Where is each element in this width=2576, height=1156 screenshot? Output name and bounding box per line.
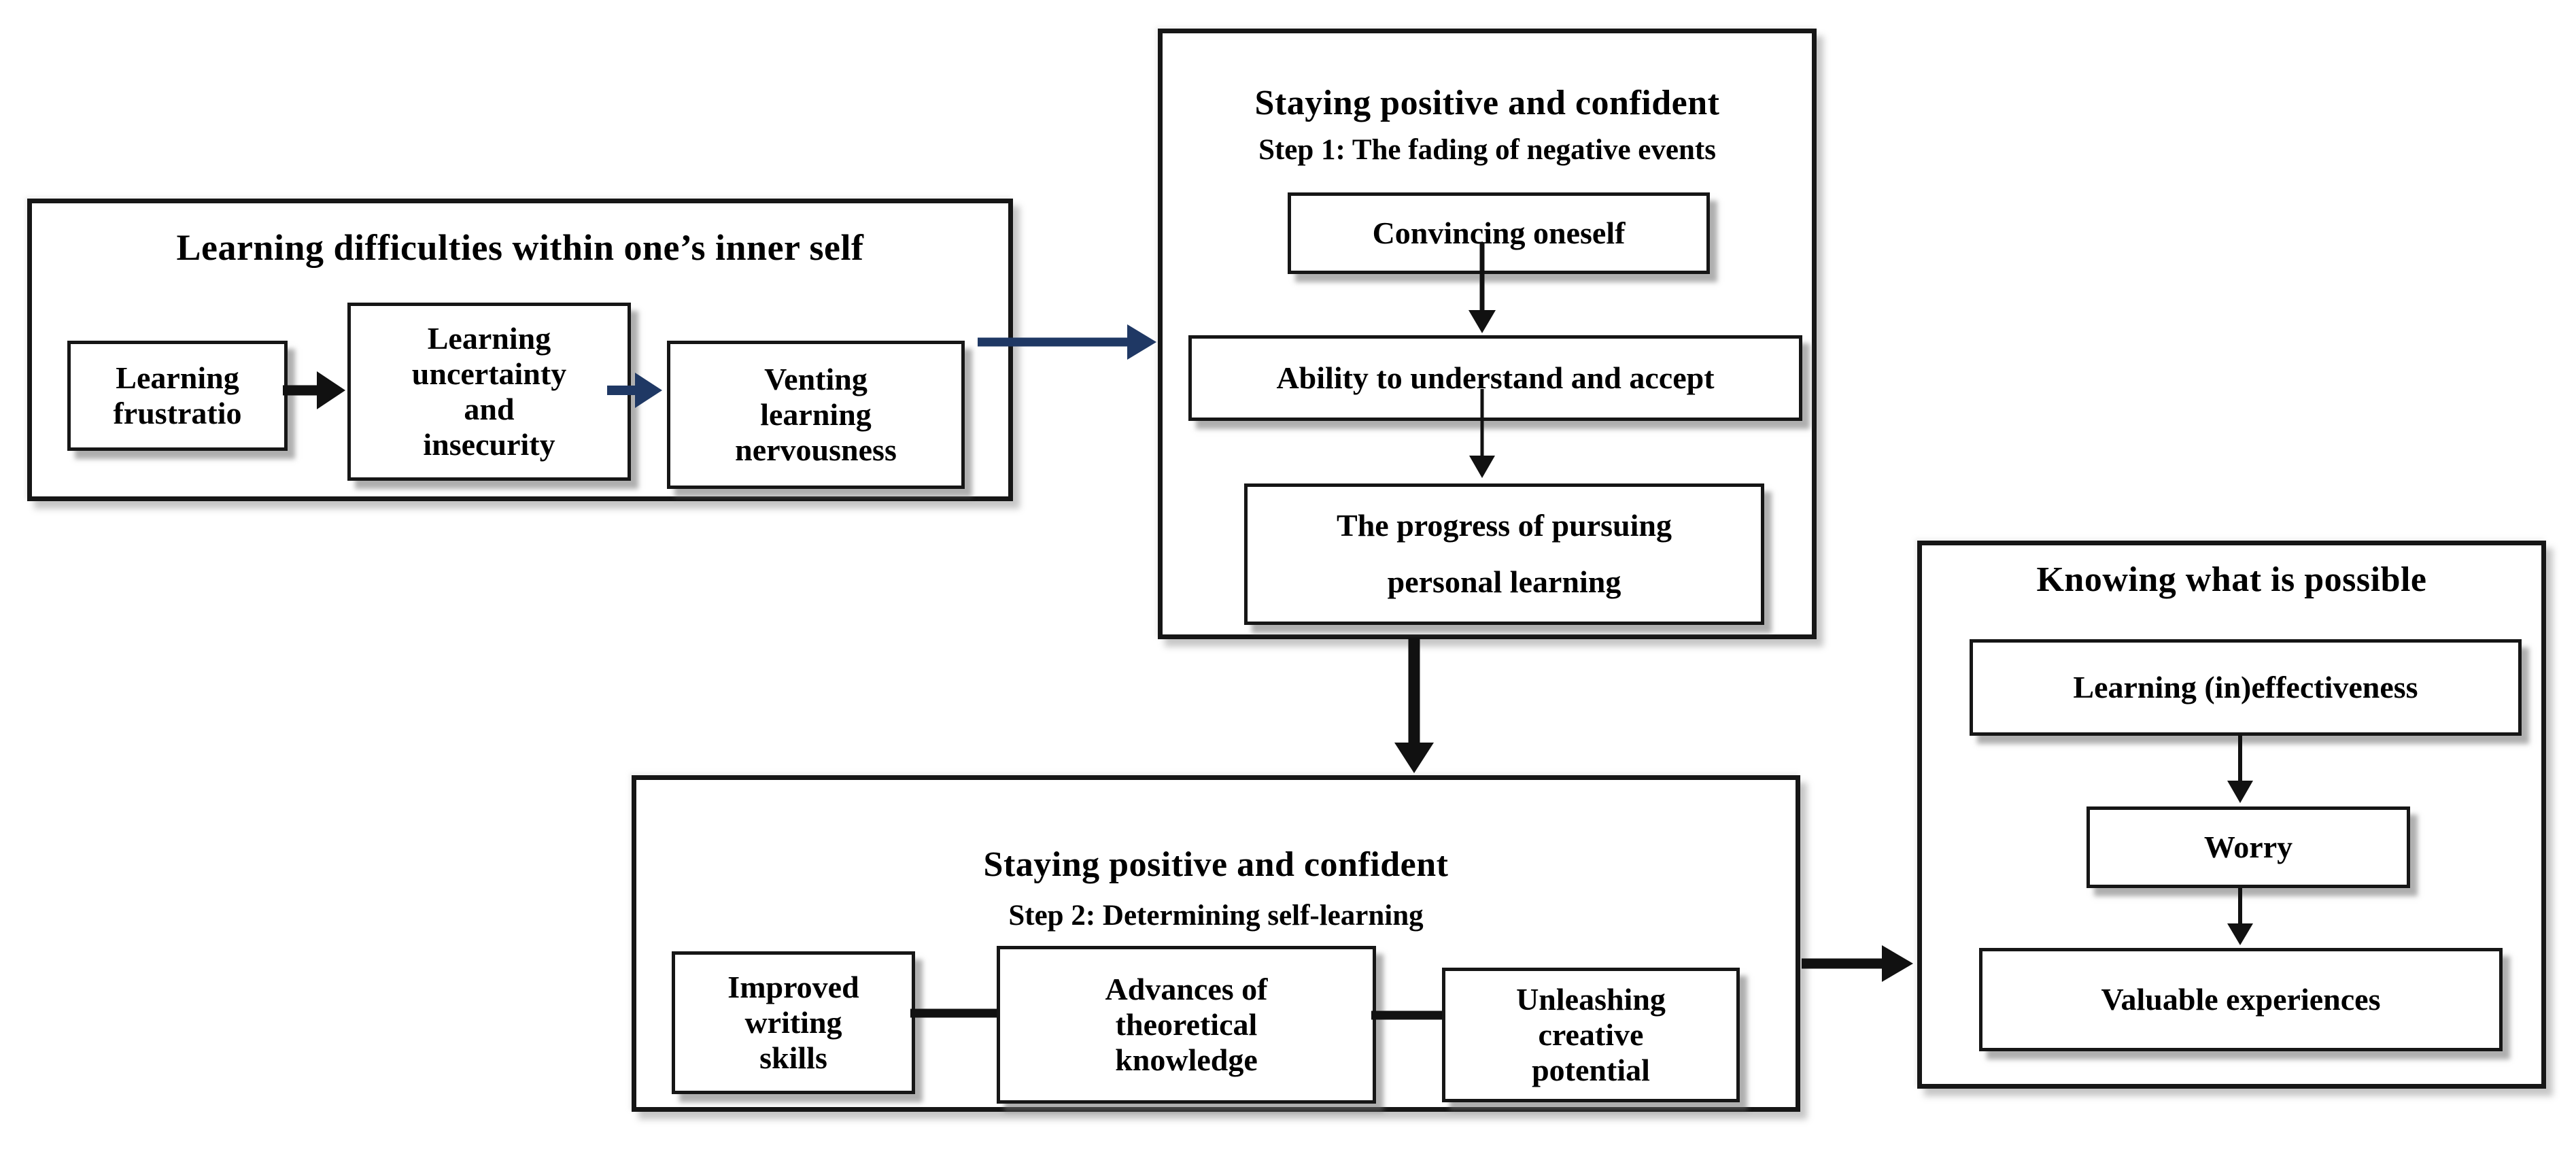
- node-ability-understand-accept: Ability to understand and accept: [1188, 335, 1802, 421]
- panel-title-step1: Staying positive and confident: [1254, 84, 1720, 122]
- node-learning-ineffectiveness: Learning (in)effectiveness: [1970, 639, 2522, 736]
- arrowhead-step1-to-step2: [1394, 743, 1434, 773]
- node-worry: Worry: [2086, 806, 2410, 888]
- node-convincing-oneself: Convincing oneself: [1288, 192, 1710, 274]
- panel-staying-positive-step2: Staying positive and confident Step 2: D…: [632, 775, 1800, 1112]
- panel-title-knowing-possible: Knowing what is possible: [2036, 560, 2427, 599]
- panel-staying-positive-step1: Staying positive and confident Step 1: T…: [1158, 29, 1817, 639]
- node-venting-nervousness: Venting learning nervousness: [667, 341, 965, 489]
- node-learning-frustration: Learning frustratio: [67, 341, 288, 451]
- panel-subtitle-step1: Step 1: The fading of negative events: [1258, 134, 1716, 166]
- node-learning-uncertainty: Learning uncertainty and insecurity: [347, 303, 631, 481]
- arrowhead-difficulties-to-step1: [1127, 324, 1156, 360]
- node-progress-pursuing-learning: The progress of pursuing personal learni…: [1244, 483, 1764, 625]
- panel-learning-difficulties: Learning difficulties within one’s inner…: [27, 199, 1013, 501]
- arrowhead-step2-to-knowing: [1882, 945, 1913, 982]
- panel-title-learning-difficulties: Learning difficulties within one’s inner…: [176, 227, 864, 268]
- panel-subtitle-step2: Step 2: Determining self-learning: [1008, 900, 1424, 932]
- node-improved-writing-skills: Improved writing skills: [672, 951, 915, 1094]
- panel-title-step2: Staying positive and confident: [983, 845, 1449, 884]
- node-valuable-experiences: Valuable experiences: [1979, 948, 2503, 1051]
- node-advances-theoretical-knowledge: Advances of theoretical knowledge: [997, 946, 1376, 1104]
- node-unleashing-creative-potential: Unleashing creative potential: [1442, 968, 1740, 1102]
- panel-knowing-possible: Knowing what is possible Learning (in)ef…: [1917, 541, 2546, 1089]
